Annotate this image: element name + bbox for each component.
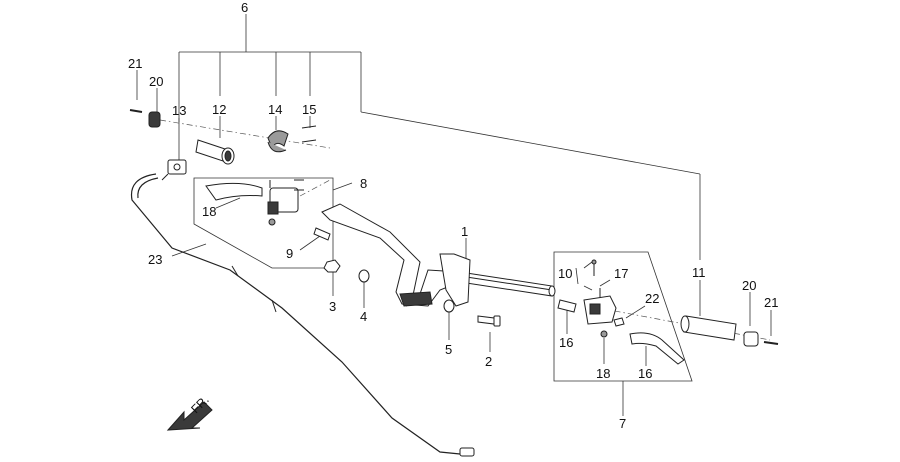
axis-lines xyxy=(159,119,771,341)
brake-lever-16 xyxy=(629,332,685,365)
callout-4: 4 xyxy=(360,309,367,324)
group-6-bracket xyxy=(178,14,701,260)
bar-end-weight-20-right xyxy=(743,331,759,347)
callout-5: 5 xyxy=(445,342,452,357)
callout-18-upper: 17 xyxy=(614,266,628,281)
callout-7: 7 xyxy=(619,416,626,431)
cable-23 xyxy=(130,173,475,457)
screws-10 xyxy=(591,259,601,300)
screw-21-right xyxy=(763,341,779,345)
washer-4 xyxy=(358,269,370,283)
grip-12-left xyxy=(195,139,235,165)
callout-9: 9 xyxy=(286,246,293,261)
callout-20-left: 20 xyxy=(149,74,163,89)
clamp-14 xyxy=(267,130,289,153)
throttle-cable-housing-13 xyxy=(161,159,187,181)
callout-22: 22 xyxy=(645,291,659,306)
callout-21-right: 21 xyxy=(764,295,778,310)
callout-20-right: 20 xyxy=(742,278,756,293)
callout-2: 2 xyxy=(485,354,492,369)
bar-end-weight-20-left xyxy=(148,111,161,128)
callout-labels: 6 21 20 13 12 14 15 8 18 1 9 23 11 10 17… xyxy=(128,0,778,431)
adjuster-17 xyxy=(557,299,577,313)
callout-8: 8 xyxy=(360,176,367,191)
master-cylinder-switch xyxy=(583,295,617,325)
spacer-22 xyxy=(613,317,625,327)
nut-18-lower xyxy=(600,330,608,338)
grip-11-right xyxy=(680,315,737,341)
adjuster-9 xyxy=(313,227,331,241)
handlebar-1 xyxy=(321,203,556,307)
group-7-panel xyxy=(553,251,693,416)
callout-10: 10 xyxy=(558,266,572,281)
callout-23: 23 xyxy=(148,252,162,267)
callout-19: 18 xyxy=(202,204,216,219)
callout-14: 14 xyxy=(268,102,282,117)
callout-21-left: 21 xyxy=(128,56,142,71)
leader-lines xyxy=(136,70,772,366)
callout-12: 12 xyxy=(212,102,226,117)
screw-21-left xyxy=(129,109,143,113)
nut-3 xyxy=(323,259,341,273)
group-8-panel xyxy=(193,177,353,269)
callout-6: 6 xyxy=(241,0,248,15)
callout-1: 1 xyxy=(461,224,468,239)
front-direction-arrow: FR. xyxy=(166,393,213,431)
bolts-15 xyxy=(301,125,317,143)
callout-13: 13 xyxy=(172,103,186,118)
callout-16: 16 xyxy=(638,366,652,381)
callout-11: 11 xyxy=(692,265,706,280)
bolt-2 xyxy=(477,315,501,327)
lever-bracket-8 xyxy=(267,179,304,226)
washer-5 xyxy=(443,299,455,313)
callout-17: 16 xyxy=(559,335,573,350)
clutch-lever-19 xyxy=(205,182,263,201)
callout-18-lower: 18 xyxy=(596,366,610,381)
callout-15: 15 xyxy=(302,102,316,117)
callout-3: 3 xyxy=(329,299,336,314)
